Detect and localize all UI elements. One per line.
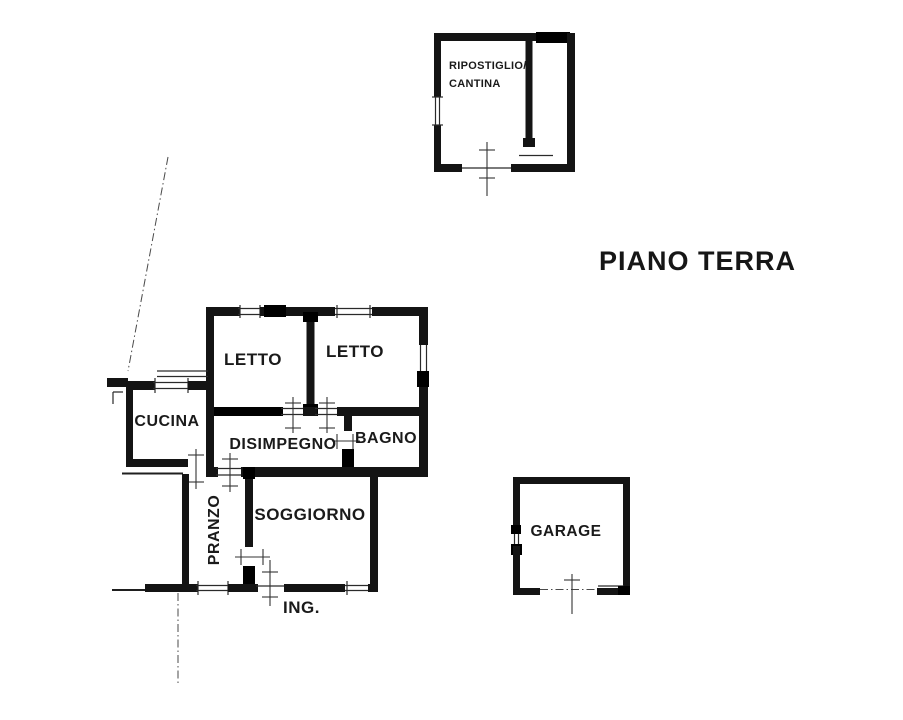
page-title: PIANO TERRA — [599, 246, 796, 276]
room-label-cucina: CUCINA — [134, 413, 199, 430]
boundary-lines — [112, 156, 179, 684]
bathroom-door — [332, 434, 360, 449]
main-house-outer-walls — [206, 305, 429, 477]
dining-living-door — [235, 549, 270, 565]
bathroom-wall — [342, 412, 354, 467]
dining-living-walls — [145, 467, 378, 595]
hall-dining-door — [222, 453, 238, 492]
garage-walls — [511, 477, 630, 595]
kitchen-door — [188, 449, 204, 489]
annex-door — [462, 142, 511, 196]
annex-ripostiglio-walls — [432, 32, 575, 172]
garage-door — [540, 574, 597, 614]
room-label-pranzo: PRANZO — [206, 495, 223, 566]
bedroom-divider-wall — [303, 312, 318, 416]
room-label-letto-2: LETTO — [326, 342, 384, 361]
room-label-soggiorno: SOGGIORNO — [254, 505, 365, 524]
bedroom1-door — [285, 397, 301, 433]
bedroom-hall-wall — [214, 407, 428, 416]
room-label-letto-1: LETTO — [224, 350, 282, 369]
room-label-disimpegno: DISIMPEGNO — [229, 436, 336, 453]
annex-label-line2: CANTINA — [449, 78, 501, 90]
entrance-door — [262, 560, 278, 606]
kitchen-walls — [107, 370, 213, 475]
annex-label-line1: RIPOSTIGLIO/ — [449, 60, 527, 72]
room-label-bagno: BAGNO — [355, 430, 417, 447]
bedroom2-door — [319, 397, 335, 433]
room-label-garage: GARAGE — [530, 523, 601, 540]
room-label-ingresso: ING. — [283, 598, 320, 617]
